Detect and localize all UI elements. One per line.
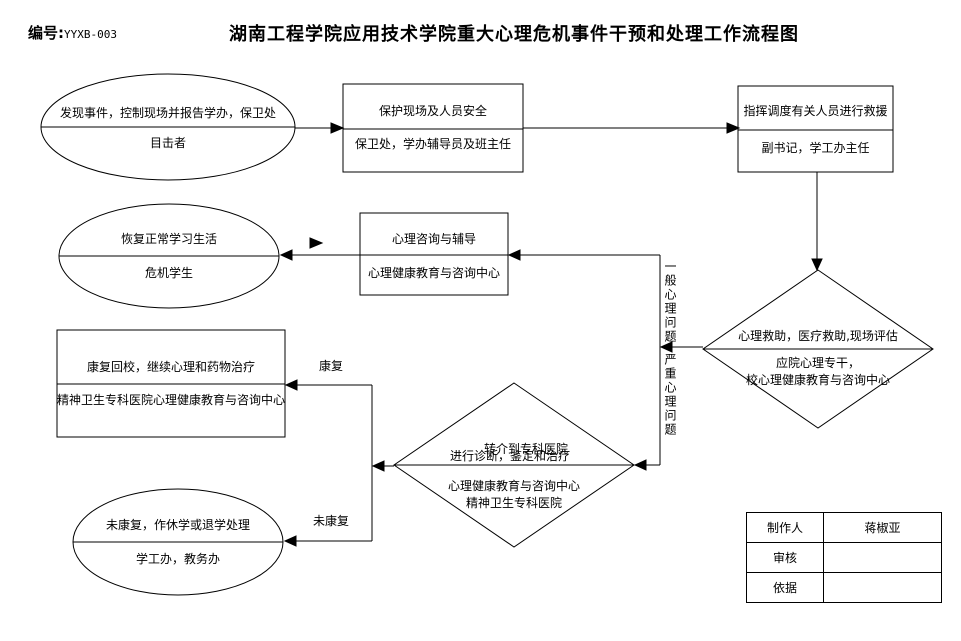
edge-label-recovered: 康复: [318, 359, 343, 373]
signature-table: 制作人 蒋椒亚 审核 依据: [746, 512, 942, 603]
maker-value-cell: 蒋椒亚: [823, 512, 942, 543]
basis-label-cell: 依据: [746, 572, 824, 603]
protect-role: 保卫处，学办辅导员及班主任: [354, 137, 511, 151]
review-label-cell: 审核: [746, 542, 824, 573]
arrowhead-right-icon: [330, 122, 345, 134]
arrowhead-left-icon: [659, 341, 673, 353]
assess-role-2: 校心理健康教育与咨询中心: [745, 373, 890, 387]
witness-role-name: 目击者: [149, 136, 186, 150]
arrowhead-left-icon: [633, 459, 647, 471]
refer-role-2: 精神卫生专科医院: [465, 496, 562, 510]
command-role: 副书记，学工办主任: [761, 141, 870, 155]
counsel-rect: [359, 212, 509, 296]
basis-value-cell: [823, 572, 942, 603]
arrowhead-left-icon: [371, 460, 385, 472]
not-recovered-role: 学工办，教务办: [135, 552, 220, 566]
stray-arrowhead-right-icon: [309, 237, 324, 249]
protect-rect: [342, 83, 524, 173]
table-row: 制作人 蒋椒亚: [746, 512, 942, 543]
document-code: 编号:YYXB-003: [28, 22, 117, 43]
protect-action: 保护现场及人员安全: [378, 104, 487, 118]
code-value: YYXB-003: [64, 28, 117, 41]
table-row: 审核: [746, 542, 942, 573]
command-rect: [737, 85, 894, 173]
recover-normal-action: 恢复正常学习生活: [120, 232, 217, 246]
refer-action-1: 转介到专科医院: [483, 442, 568, 456]
edge-label-not-recovered: 未康复: [312, 514, 349, 528]
refer-role-1: 心理健康教育与咨询中心: [447, 479, 580, 493]
arrowhead-left-icon: [279, 249, 293, 261]
counsel-role: 心理健康教育与咨询中心: [367, 266, 500, 280]
command-action: 指挥调度有关人员进行救援: [743, 104, 888, 118]
not-recovered-action: 未康复，作休学或退学处理: [105, 518, 250, 532]
return-school-role: 精神卫生专科医院心理健康教育与咨询中心: [57, 393, 286, 407]
review-value-cell: [823, 542, 942, 573]
edge-label-severe-problem: 严重心理问题: [663, 353, 677, 437]
witness-role-action: 发现事件，控制现场并报告学办，保卫处: [59, 106, 276, 120]
return-school-action: 康复回校，继续心理和药物治疗: [86, 360, 255, 374]
table-row: 依据: [746, 572, 942, 603]
assess-action: 心理救助，医疗救助,现场评估: [738, 329, 898, 343]
recover-normal-role: 危机学生: [144, 266, 193, 280]
refer-action-2: 进行诊断，鉴定和治疗: [449, 449, 570, 463]
code-label: 编号:: [28, 24, 64, 42]
assess-role-1: 应院心理专干，: [775, 356, 860, 370]
arrowhead-left-icon: [283, 535, 297, 547]
arrowhead-right-icon: [726, 122, 741, 134]
arrowhead-left-icon: [284, 379, 298, 391]
edge-label-general-problem: 一般心理问题: [663, 260, 677, 344]
maker-label-cell: 制作人: [746, 512, 824, 543]
counsel-action: 心理咨询与辅导: [391, 232, 476, 246]
assess-diamond: [702, 269, 934, 429]
refer-diamond: [393, 382, 635, 548]
page-title: 湖南工程学院应用技术学院重大心理危机事件干预和处理工作流程图: [229, 24, 799, 45]
arrowhead-left-icon: [507, 249, 521, 261]
arrowhead-down-icon: [811, 258, 823, 272]
